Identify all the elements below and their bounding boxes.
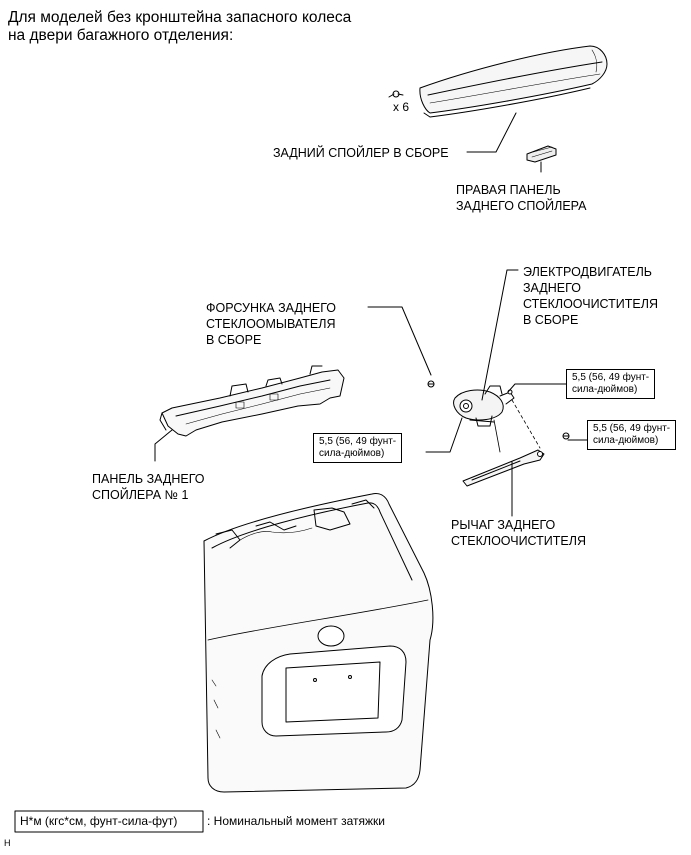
- leader-panel-1: [154, 429, 173, 462]
- right-spoiler-panel-drawing: [526, 145, 557, 173]
- alignment-shaft-line: [493, 419, 501, 453]
- leader-spoiler: [466, 112, 517, 153]
- wiper-motor-label-line-1: ЭЛЕКТРОДВИГАТЕЛЬ: [523, 265, 652, 279]
- illustration-code: H: [4, 838, 11, 848]
- torque-motor-b-line-1: 5,5 (56, 49 фунт-: [319, 436, 397, 447]
- legend-box-frame: [14, 810, 204, 833]
- header-line-2: на двери багажного отделения:: [8, 27, 234, 44]
- leader-motor-torque-a: [507, 383, 567, 393]
- wiper-arm-label-line-2: СТЕКЛООЧИСТИТЕЛЯ: [451, 534, 586, 548]
- leader-motor: [481, 269, 519, 401]
- leader-motor-torque-b: [425, 417, 463, 453]
- alignment-dashed-line: [511, 399, 541, 449]
- rear-spoiler-drawing: [419, 45, 608, 118]
- bolt-quantity-label: x 6: [393, 100, 410, 114]
- wiper-motor-label-line-3: СТЕКЛООЧИСТИТЕЛЯ: [523, 297, 658, 311]
- washer-nozzle-label-line-3: В СБОРЕ: [206, 333, 262, 347]
- torque-motor-a-line-1: 5,5 (56, 49 фунт-: [572, 372, 650, 383]
- wiper-arm-label-line-1: РЫЧАГ ЗАДНЕГО: [451, 518, 556, 532]
- washer-nozzle-label-line-2: СТЕКЛООМЫВАТЕЛЯ: [206, 317, 336, 331]
- torque-arm-line-1: 5,5 (56, 49 фунт-: [593, 423, 671, 434]
- wiper-motor-label-line-2: ЗАДНЕГО: [523, 281, 581, 295]
- torque-box-motor-b: 5,5 (56, 49 фунт- сила-дюймов): [313, 433, 403, 463]
- leader-motor-torque-b2: [469, 419, 495, 423]
- header-line-1: Для моделей без кронштейна запасного кол…: [8, 9, 352, 26]
- torque-motor-a-line-2: сила-дюймов): [572, 384, 638, 395]
- wiper-motor-label-line-4: В СБОРЕ: [523, 313, 579, 327]
- spoiler-panel-1-label-line-1: ПАНЕЛЬ ЗАДНЕГО: [92, 472, 205, 486]
- torque-box-wiper-arm: 5,5 (56, 49 фунт- сила-дюймов): [587, 420, 677, 450]
- wiper-arm-drawing: [462, 449, 545, 487]
- legend-unit: Н*м (кгс*см, фунт-сила-фут): [20, 814, 178, 828]
- spoiler-panel-1-label-line-2: СПОЙЛЕРА № 1: [92, 488, 189, 502]
- torque-arm-line-2: сила-дюймов): [593, 435, 659, 446]
- back-door-drawing: [203, 493, 434, 793]
- spoiler-bolt-drawing: [388, 90, 404, 98]
- washer-nozzle-drawing: [427, 380, 435, 388]
- spoiler-assy-label: ЗАДНИЙ СПОЙЛЕР В СБОРЕ: [273, 146, 449, 160]
- torque-motor-b-line-2: сила-дюймов): [319, 448, 385, 459]
- washer-nozzle-label-line-1: ФОРСУНКА ЗАДНЕГО: [206, 301, 337, 315]
- legend-description: : Номинальный момент затяжки: [207, 814, 385, 828]
- leader-nozzle: [367, 306, 432, 376]
- wiper-arm-nut-drawing: [562, 432, 570, 440]
- right-panel-label-line-2: ЗАДНЕГО СПОЙЛЕРА: [456, 199, 587, 213]
- spoiler-panel-1-drawing: [159, 365, 345, 437]
- right-panel-label-line-1: ПРАВАЯ ПАНЕЛЬ: [456, 183, 561, 197]
- wiper-motor-drawing: [453, 385, 515, 427]
- torque-box-motor-a: 5,5 (56, 49 фунт- сила-дюймов): [566, 369, 656, 399]
